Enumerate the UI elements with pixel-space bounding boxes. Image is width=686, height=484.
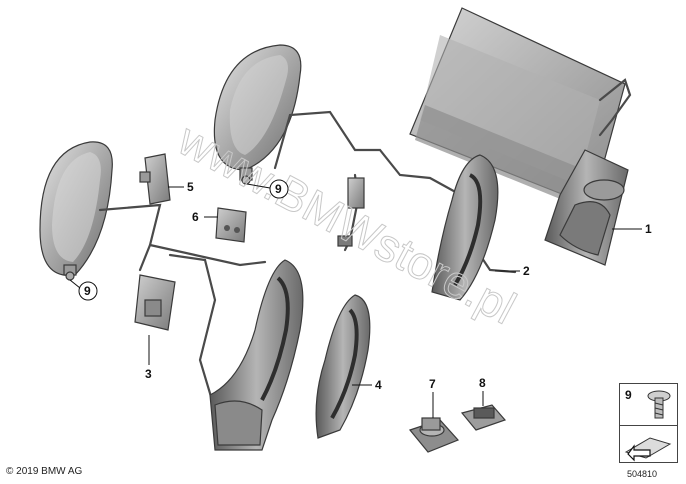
leader-9b [246,183,271,189]
legend-number: 9 [625,388,632,402]
cushion-upper [213,44,302,181]
callout-9b: 9 [275,182,282,196]
callout-6: 6 [192,210,199,224]
part-2-side-trim [431,154,499,301]
screw-icon [647,390,671,419]
callout-2: 2 [523,264,530,278]
part-7-switch [408,417,460,453]
leader-9a [69,279,81,289]
callout-4: 4 [375,378,382,392]
part-3-control-unit [134,274,176,331]
harness-connector [337,177,365,247]
callout-9b-circle [269,179,289,199]
callout-8: 8 [479,376,486,390]
part-9-screw-upper [241,175,251,185]
part-5-clip [139,153,171,205]
legend-separator [620,425,677,426]
part-8-button [460,404,507,431]
copyright: © 2019 BMW AG [6,466,83,477]
part-9-screw-left [65,271,75,281]
part-1-rear-bracket [544,149,629,266]
seat-heating-plate [409,7,632,207]
callout-7: 7 [429,377,436,391]
callout-9a: 9 [84,284,91,298]
part-6-bracket [215,207,247,243]
cushion-left [39,141,113,277]
callout-5: 5 [187,180,194,194]
callout-3: 3 [145,367,152,381]
legend-box: 9 [619,383,678,463]
arrow-icon [624,437,672,462]
diagram-reference: 504810 [627,469,658,479]
callout-9a-circle [78,281,98,301]
callout-1: 1 [645,222,652,236]
side-trim-large [209,259,304,451]
part-4-side-trim [315,294,371,439]
